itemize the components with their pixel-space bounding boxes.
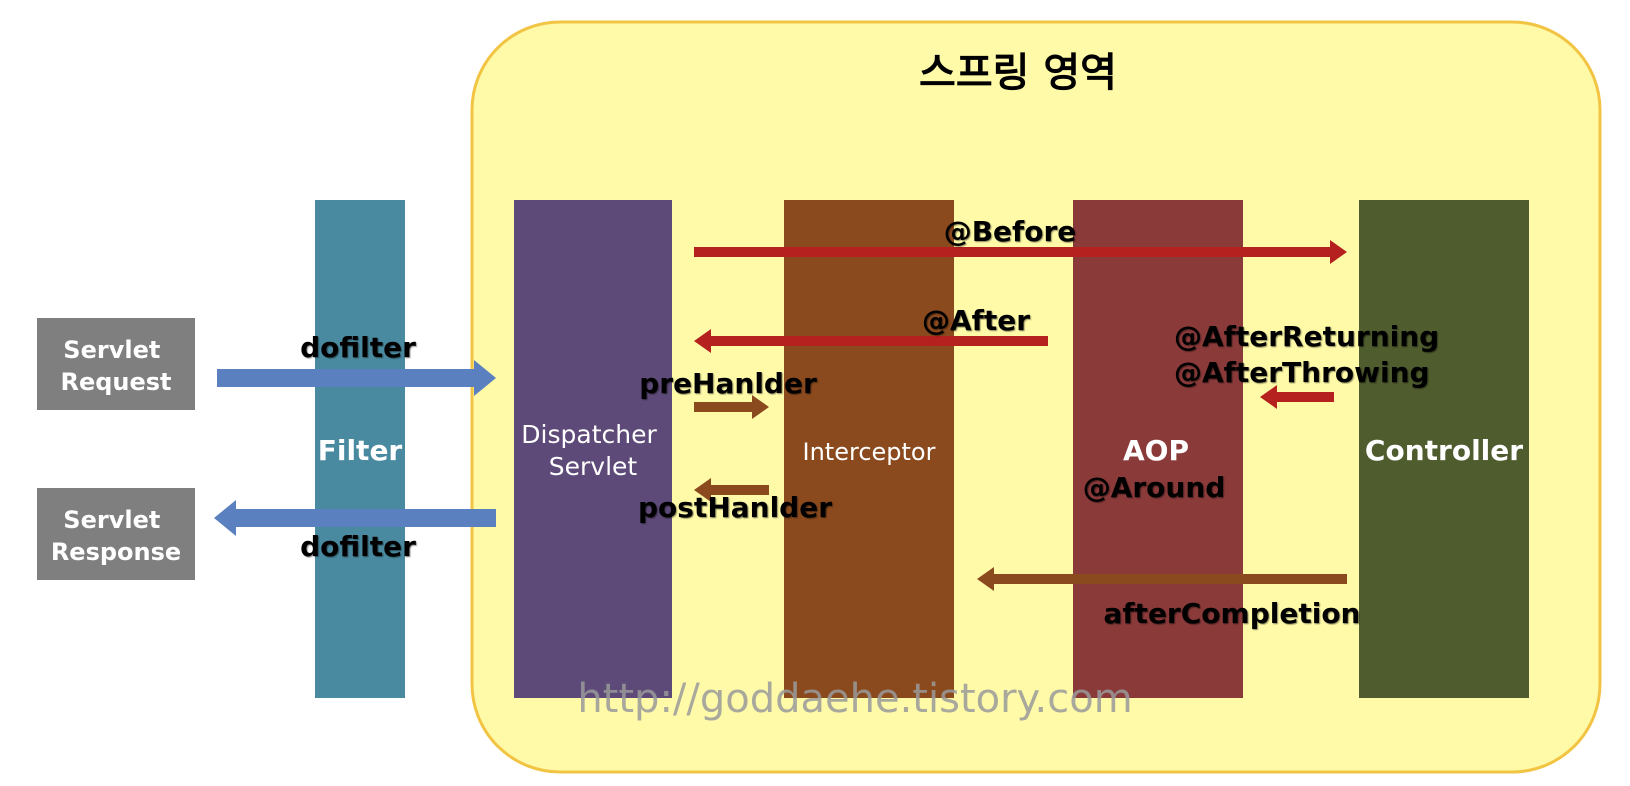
post-handler-arrow [694,478,769,502]
servlet-response-line2: Response [51,538,181,566]
after-returning-throwing-arrow [1260,385,1334,409]
controller-label: Controller [1365,434,1523,467]
servlet-request-label: Servlet Request [60,336,171,396]
after-returning-label: @AfterReturning [1174,320,1439,353]
filter-label: Filter [318,434,403,467]
watermark-url: http://goddaehe.tistory.com [577,676,1132,722]
after-completion-arrow [977,567,1347,591]
after-throwing-label: @AfterThrowing [1174,356,1430,389]
interceptor-column [784,200,954,698]
controller-column [1359,200,1529,698]
servlet-request-line2: Request [60,368,171,396]
aop-around-label: @Around [1083,471,1226,504]
dispatcher-servlet-label: Dispatcher Servlet [521,420,664,481]
dispatcher-line2: Servlet [549,452,638,481]
dofilter-request-label: dofilter [300,331,416,364]
after-label: @After [922,304,1030,337]
servlet-request-line1: Servlet [63,336,160,364]
interceptor-label: Interceptor [803,438,936,466]
dispatcher-servlet-column [514,200,672,698]
spring-area-title: 스프링 영역 [919,50,1117,96]
servlet-response-line1: Servlet [63,506,160,534]
before-label: @Before [944,215,1077,248]
pre-handler-arrow [694,395,769,419]
after-arrow [694,329,1048,353]
dofilter-request-arrow [217,360,496,396]
dispatcher-line1: Dispatcher [521,420,657,449]
servlet-request-box [37,318,195,410]
spring-area [470,20,1602,774]
aop-label: AOP [1123,434,1189,467]
servlet-response-box [37,488,195,580]
pre-handler-label: preHanlder [639,367,817,400]
before-arrow [694,240,1347,264]
dofilter-response-label: dofilter [300,530,416,563]
filter-column [315,200,405,698]
dofilter-response-arrow [214,500,496,536]
servlet-response-label: Servlet Response [51,506,181,566]
after-completion-label: afterCompletion [1103,597,1360,630]
post-handler-label: postHanlder [638,491,832,524]
aop-column [1073,200,1243,698]
